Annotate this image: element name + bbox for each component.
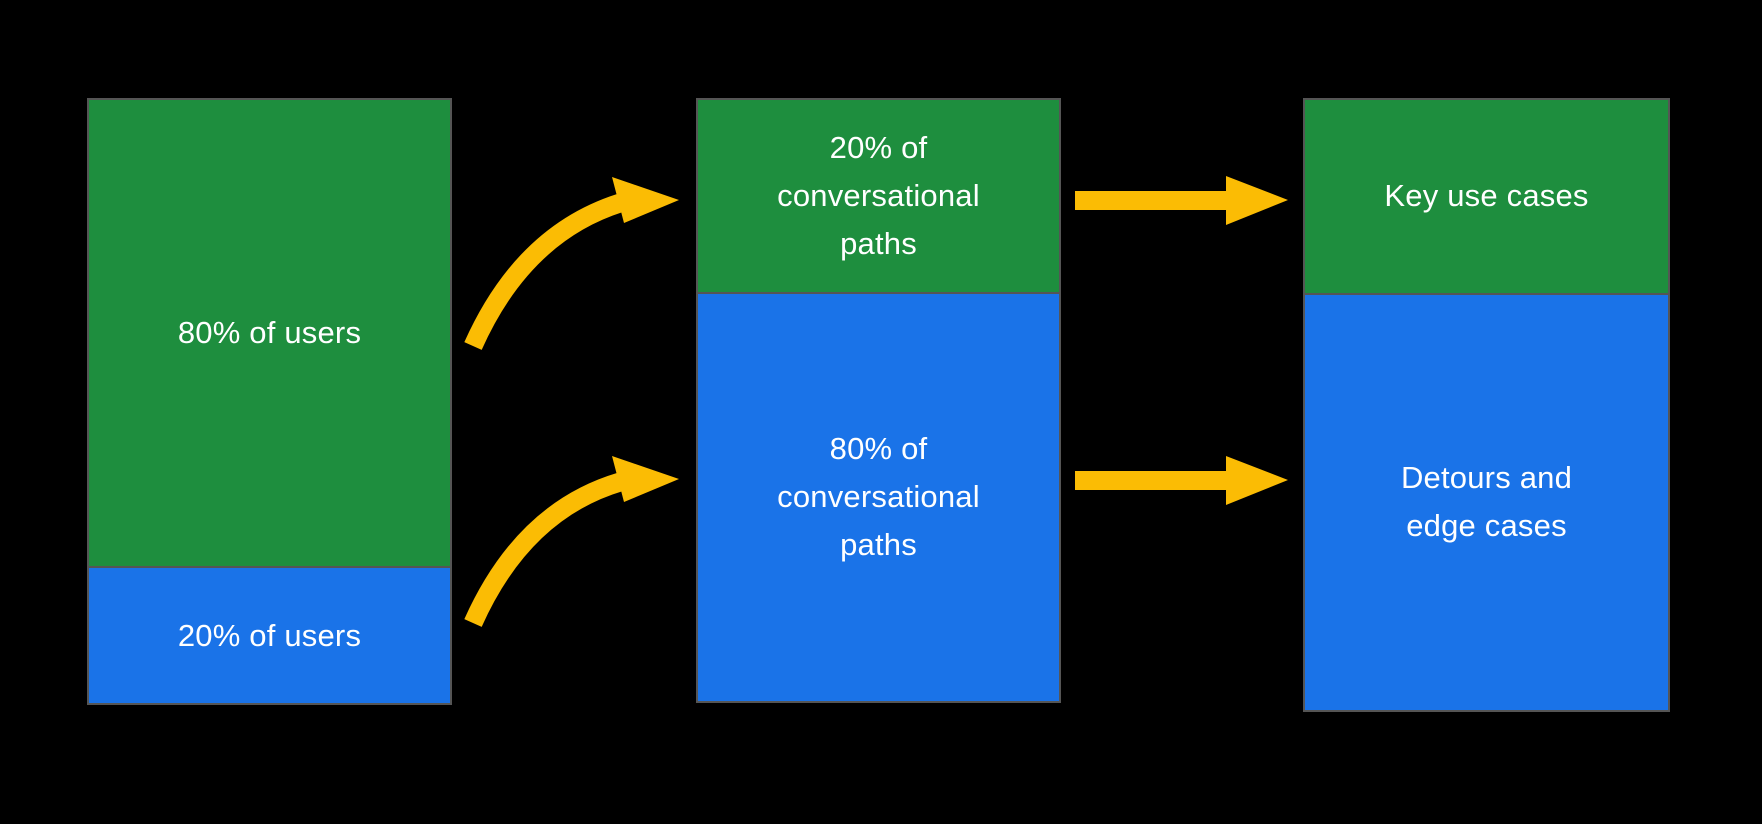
arrowhead-icon <box>612 177 679 223</box>
paths-majority-label: 80% of conversational paths <box>777 431 980 563</box>
paths-minority-segment: 20% of conversational paths <box>698 100 1059 292</box>
users-minority-segment: 20% of users <box>89 566 450 703</box>
key-use-cases-segment: Key use cases <box>1305 100 1668 293</box>
detours-edge-cases-label: Detours and edge cases <box>1400 460 1573 544</box>
curved-arrow-users-to-paths-top <box>464 177 679 350</box>
key-use-cases-label: Key use cases <box>1384 178 1589 214</box>
users-majority-segment: 80% of users <box>89 100 450 567</box>
arrowhead-icon <box>1226 176 1288 225</box>
detours-edge-cases-segment: Detours and edge cases <box>1305 292 1668 710</box>
straight-arrow-paths-to-key-use-cases <box>1075 176 1288 225</box>
arrowhead-icon <box>1226 456 1288 505</box>
users-majority-label: 80% of users <box>177 315 362 351</box>
straight-arrow-paths-to-detours <box>1075 456 1288 505</box>
users-column: 80% of users 20% of users <box>87 98 452 705</box>
curved-arrow-users-to-paths-bottom <box>464 456 679 627</box>
arrowhead-icon <box>612 456 679 502</box>
users-minority-label: 20% of users <box>177 617 362 653</box>
paths-majority-segment: 80% of conversational paths <box>698 291 1059 701</box>
paths-minority-label: 20% of conversational paths <box>777 129 980 261</box>
outcomes-column: Key use cases Detours and edge cases <box>1303 98 1670 712</box>
conversational-paths-column: 20% of conversational paths 80% of conve… <box>696 98 1061 703</box>
